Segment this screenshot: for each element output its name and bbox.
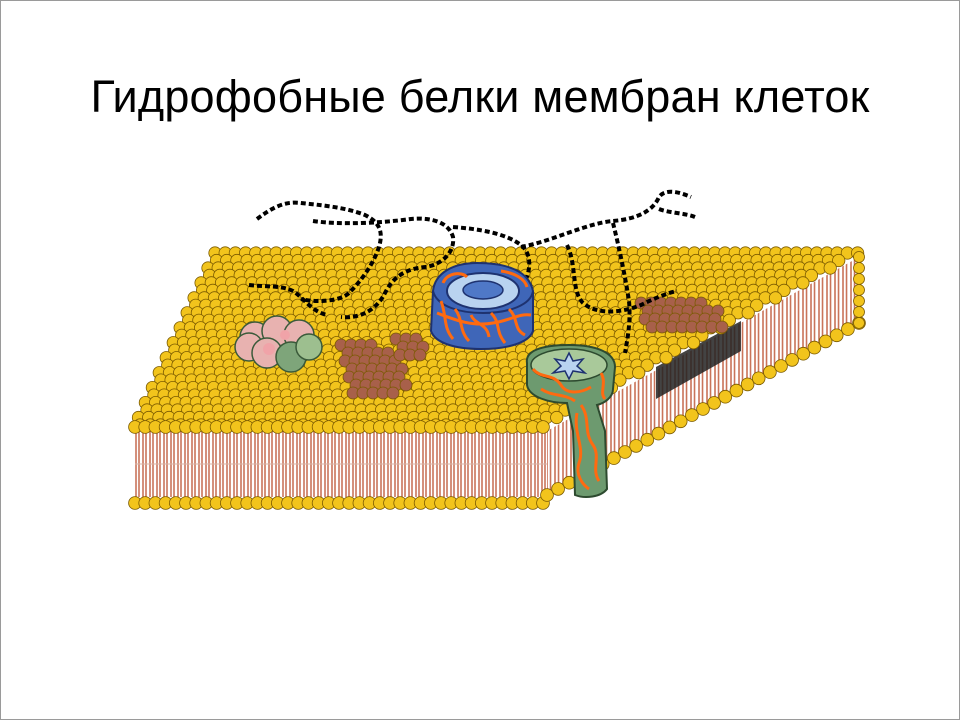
glycoprotein-blue-barrel [429,261,534,351]
slide-title: Гидрофобные белки мембран клеток [90,71,870,122]
lipid-head [629,439,643,453]
lipid-head [785,353,799,367]
lipid-head [632,366,646,380]
lipid-head [696,402,710,416]
lipid-head [707,396,721,410]
lipid-head [741,306,755,320]
lipid-head [729,383,744,398]
lipid-head [832,253,846,268]
lipid-head [818,334,833,349]
carbohydrate-chains [248,189,696,354]
front-bilayer-face [135,431,547,497]
lipid-head [853,306,865,318]
lipid-head [777,283,791,297]
side-bilayer-face [547,256,861,497]
lipid-head [763,365,777,379]
lipid-head [386,386,400,400]
lipid-head [718,389,733,404]
lipid-head [607,451,621,465]
lipid-head [740,377,755,392]
lipid-head [640,358,654,372]
globular-protein-cluster [234,315,323,373]
lipid-head [853,273,865,285]
lipid-head [853,251,865,263]
top-lipid-heads [128,246,865,434]
lipid-head [853,295,865,307]
lipid-head [804,268,819,282]
lipid-head [662,420,677,435]
lipid-head [715,320,729,334]
lipid-head [751,371,766,386]
lipid-head [399,378,413,392]
lipid-head [550,410,564,425]
lipid-head [667,343,682,357]
lipid-head [768,291,783,305]
lipid-head [853,262,865,274]
lipid-head [618,445,632,459]
lipid-head [640,432,655,447]
bottom-lipid-heads [128,496,550,510]
cholesterol-patch [334,296,729,400]
lipid-head [651,426,666,441]
lipid-head [540,488,554,502]
lipid-head [823,261,837,275]
lipid-head [796,276,810,290]
lipid-head [413,348,427,362]
lipid-head [686,336,701,350]
lipid-head [685,408,699,422]
lipid-head [536,420,550,434]
transmembrane-green-protein [525,343,617,498]
lipid-head [659,351,673,365]
lipid-head [829,328,844,343]
lipid-head [853,317,865,329]
lipid-head [551,482,565,496]
lipid-head [673,414,688,429]
lipid-head [774,359,788,373]
lipid-head [807,340,822,355]
lipid-head [853,284,865,296]
lipid-head [796,346,811,361]
lipid-head [841,322,855,336]
lipid-head [750,298,764,312]
